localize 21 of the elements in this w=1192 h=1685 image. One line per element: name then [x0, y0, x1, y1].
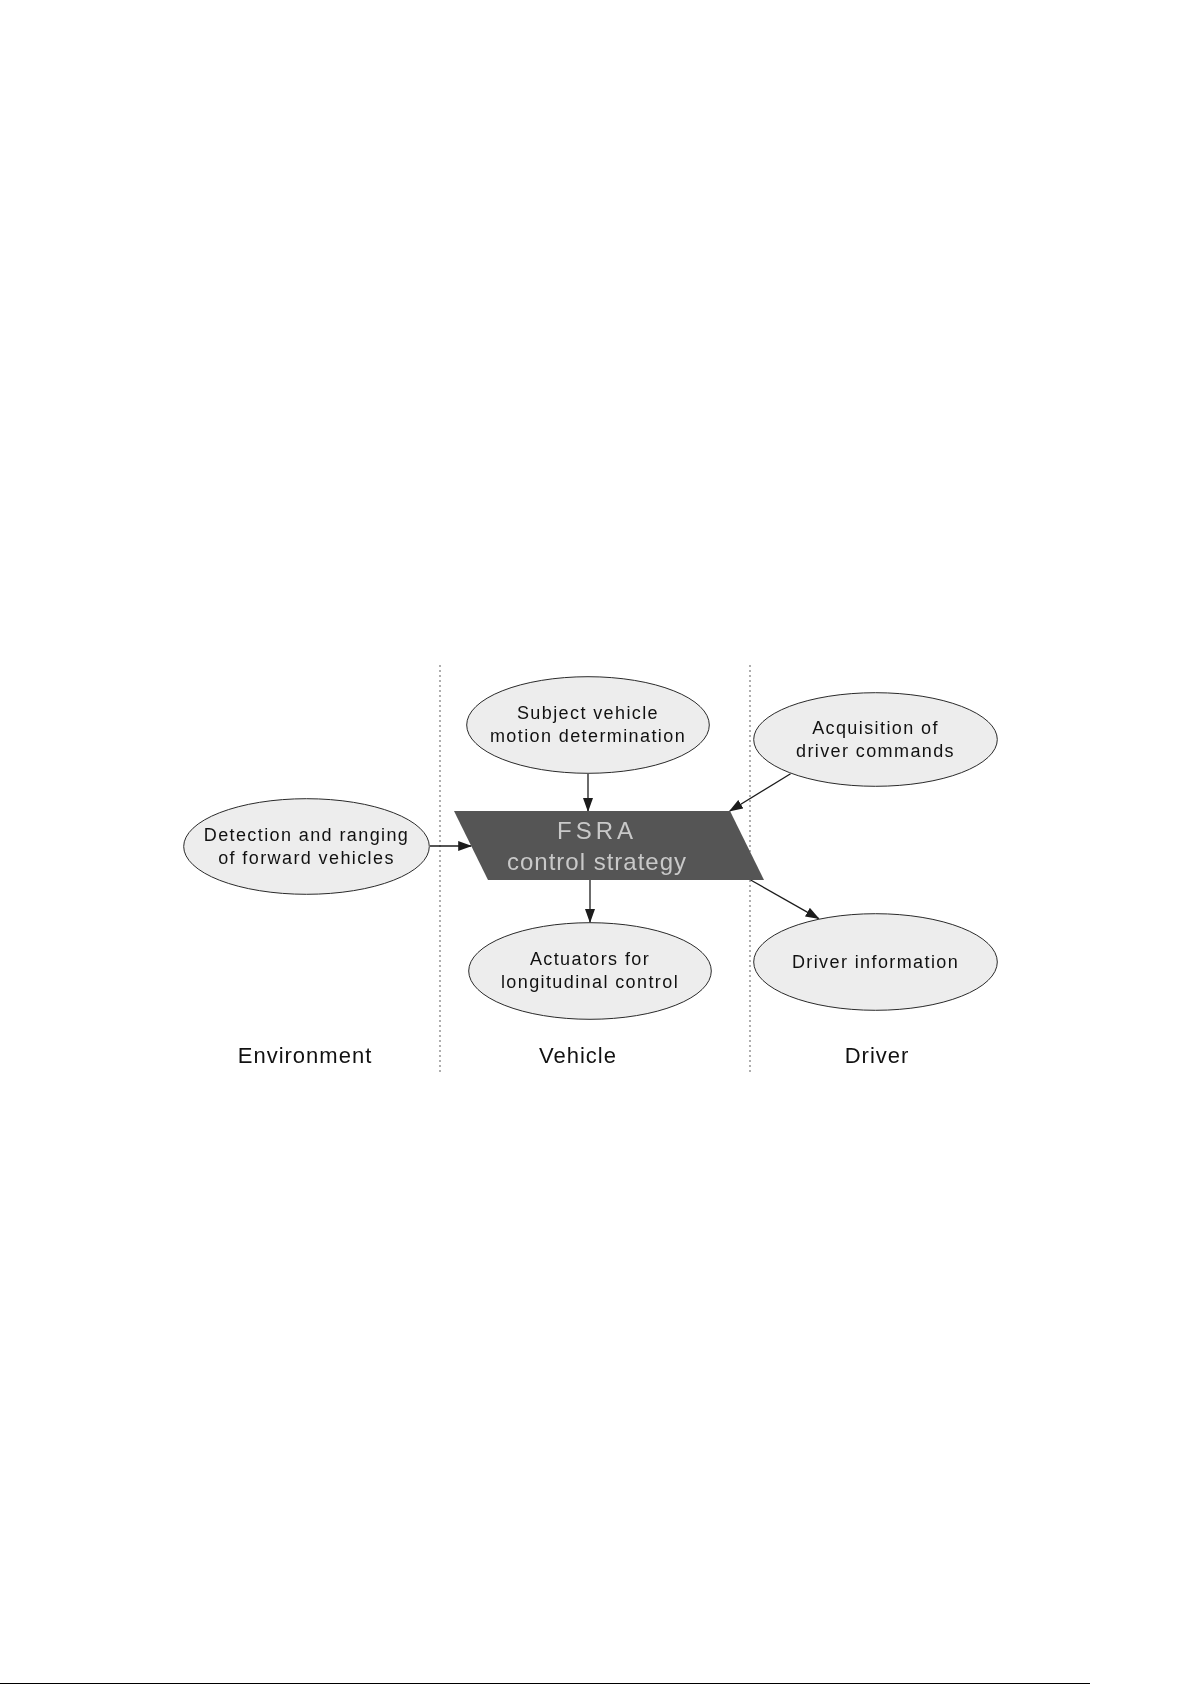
node-label: Driver information: [791, 950, 960, 974]
arrow: [583, 773, 593, 812]
node-label: control strategy: [506, 846, 688, 877]
node-label: Subject vehicle motion determination: [488, 702, 688, 748]
arrow: [585, 879, 595, 923]
process-ellipse: [753, 692, 998, 787]
process-ellipse: [183, 798, 430, 895]
process-ellipse: [753, 913, 998, 1011]
lane-label: Vehicle: [539, 1043, 617, 1069]
node-label: Acquisition of driver commands: [794, 716, 956, 763]
lane-label: Environment: [237, 1043, 373, 1069]
node-label: Detection and ranging of forward vehicles: [202, 823, 411, 870]
process-ellipse: [466, 676, 710, 774]
arrow: [429, 841, 473, 851]
process-ellipse: [468, 922, 712, 1020]
arrow: [728, 773, 792, 812]
control-parallelogram: [454, 811, 764, 880]
lane-label: Driver: [844, 1043, 910, 1069]
node-label: Actuators for longitudinal control: [499, 948, 681, 994]
arrow: [749, 879, 820, 920]
node-title: FSRA: [557, 815, 637, 846]
